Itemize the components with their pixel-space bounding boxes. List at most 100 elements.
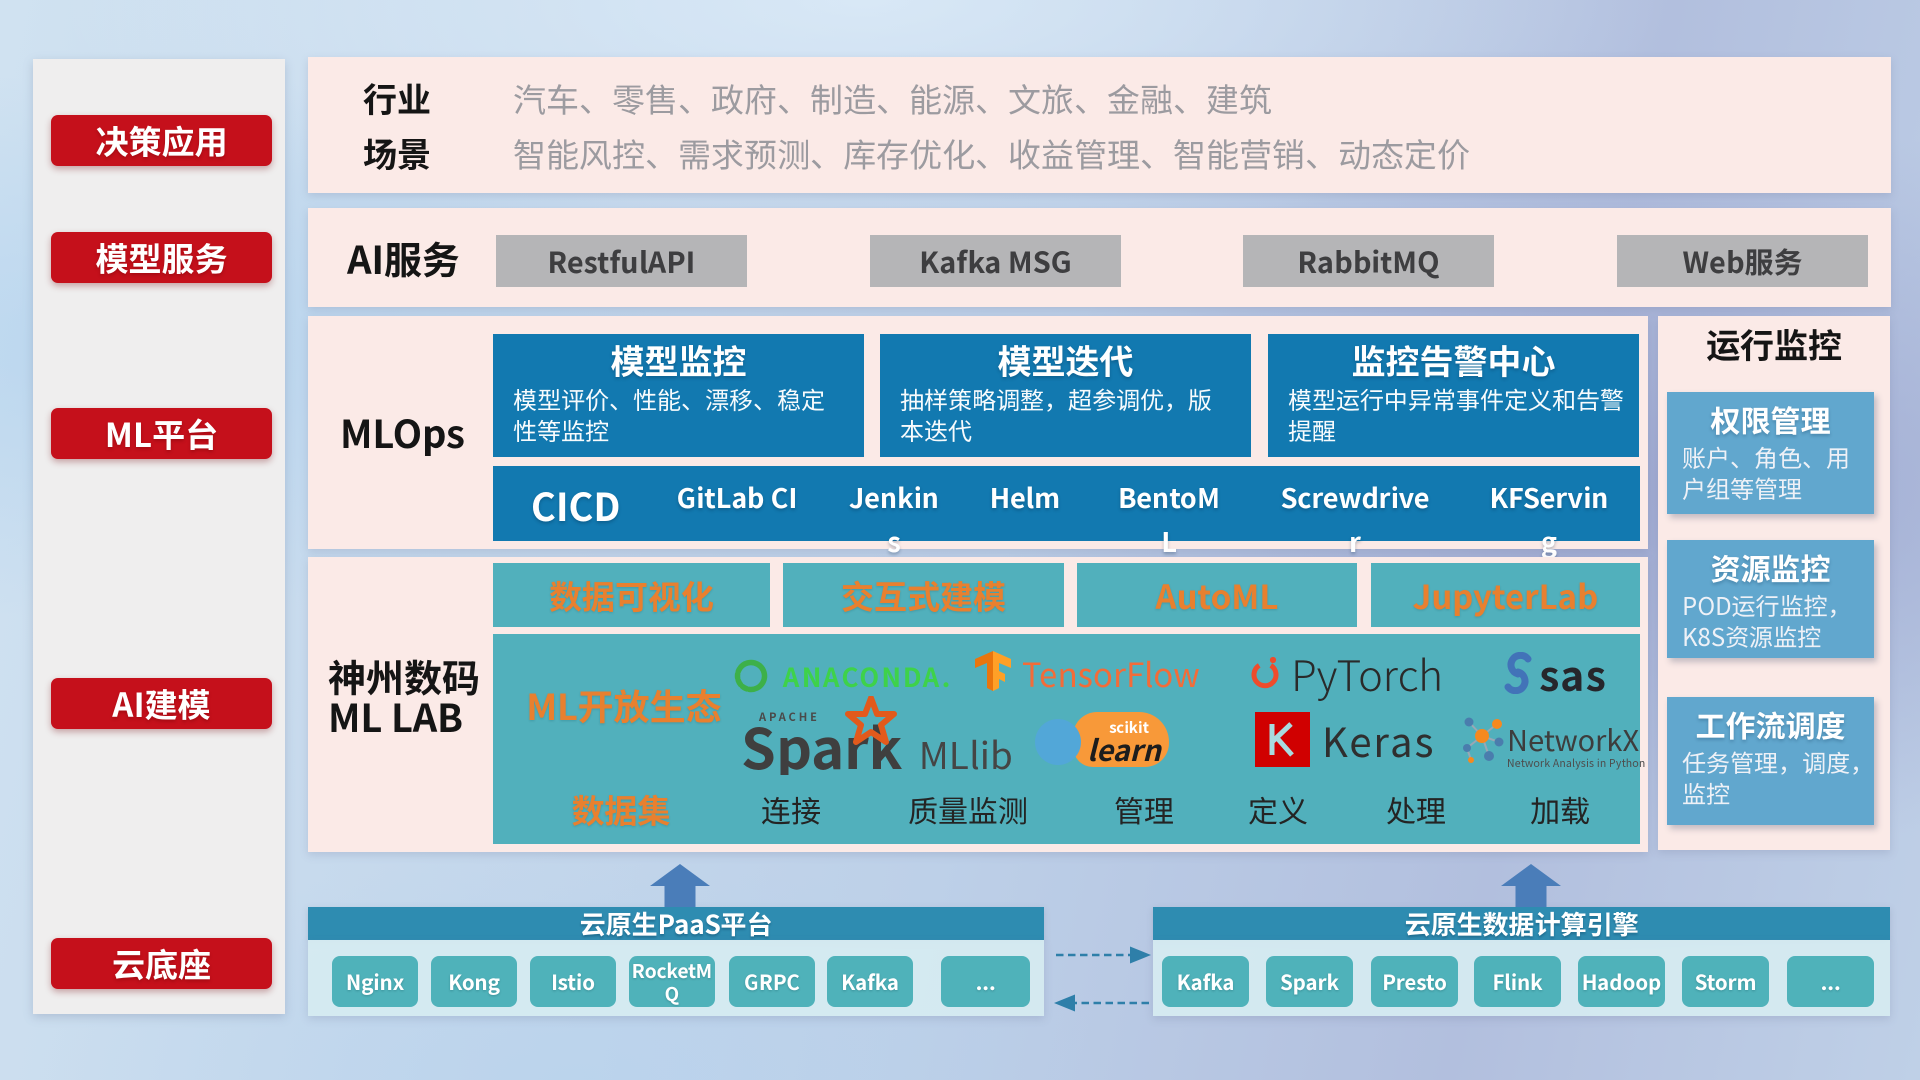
card-model-iteration[interactable]: 模型迭代 抽样策略调整，超参调优，版 本迭代: [880, 334, 1251, 457]
paas-item-nginx[interactable]: Nginx: [332, 956, 418, 1007]
layer-sidebar: 决策应用 模型服务 ML平台 AI建模 云底座: [33, 59, 285, 1014]
card-resource-monitoring[interactable]: 资源监控 POD运行监控， K8S资源监控: [1667, 540, 1874, 658]
card-title: 工作流调度: [1695, 702, 1846, 746]
cicd-tool-helm[interactable]: Helm: [989, 477, 1061, 516]
sas-icon: [1504, 652, 1532, 694]
panel-ai-service: AI服务 RestfulAPI Kafka MSG RabbitMQ Web服务: [308, 208, 1891, 307]
engine-item-flink[interactable]: Flink: [1474, 956, 1561, 1007]
tensorflow-text: TensorFlow: [1022, 649, 1200, 697]
lab-tool-data-visualization[interactable]: 数据可视化: [493, 563, 770, 627]
card-desc: 抽样策略调整，超参调优，版 本迭代: [900, 381, 1212, 447]
networkx-subtitle: Network Analysis in Python: [1507, 756, 1646, 771]
cicd-tool-kfserving[interactable]: KFServing: [1489, 477, 1609, 560]
card-title: 模型监控: [610, 335, 747, 384]
pytorch-icon: [1251, 656, 1279, 689]
up-arrow-engine: [1501, 864, 1561, 907]
cicd-bar: CICD GitLab CI Jenkins Helm BentoML Scre…: [493, 466, 1640, 560]
engine-item-hadoop[interactable]: Hadoop: [1578, 956, 1665, 1007]
networkx-logo: NetworkX Network Analysis in Python: [1459, 714, 1669, 772]
sidebar-item-cloud-base[interactable]: 云底座: [51, 938, 272, 989]
dataset-label: 数据集: [571, 785, 671, 833]
spark-star-icon: [845, 696, 897, 745]
service-rabbitmq[interactable]: RabbitMQ: [1243, 235, 1494, 287]
paas-bar-title: 云原生PaaS平台: [308, 907, 1044, 940]
mllib-text: MLlib: [919, 726, 1013, 780]
paas-item-kong[interactable]: Kong: [431, 956, 517, 1007]
pytorch-logo: PyTorch: [1248, 643, 1443, 704]
card-alert-center[interactable]: 监控告警中心 模型运行中异常事件定义和告警 提醒: [1268, 334, 1639, 457]
anaconda-logo: ANACONDA.: [733, 657, 952, 695]
dataset-item-quality[interactable]: 质量监测: [908, 787, 1028, 831]
networkx-icon: [1463, 717, 1504, 763]
scikit-text: scikit: [1109, 717, 1149, 738]
spark-mllib-logo: APACHE Spark MLlib: [741, 696, 1031, 786]
paas-item-kafka[interactable]: Kafka: [827, 956, 913, 1007]
card-desc: POD运行监控， K8S资源监控: [1682, 587, 1852, 653]
ml-lab-label-line2: ML LAB: [328, 688, 463, 743]
engine-item-kafka[interactable]: Kafka: [1162, 956, 1249, 1007]
card-permission-management[interactable]: 权限管理 账户、角色、用 户组等管理: [1667, 392, 1874, 514]
sidebar-item-ai-modeling[interactable]: AI建模: [51, 678, 272, 729]
sas-text: sas: [1539, 643, 1607, 703]
tensorflow-logo: TensorFlow: [973, 649, 1200, 697]
cicd-tool-bentoml[interactable]: BentoML: [1117, 477, 1220, 560]
engine-item-spark[interactable]: Spark: [1266, 956, 1353, 1007]
dashed-arrow-right: [1056, 946, 1151, 964]
dataset-item-process[interactable]: 处理: [1386, 787, 1446, 831]
paas-item-istio[interactable]: Istio: [530, 956, 616, 1007]
card-model-monitoring[interactable]: 模型监控 模型评价、性能、漂移、稳定 性等监控: [493, 334, 864, 457]
paas-bar: Nginx Kong Istio RocketMQ GRPC Kafka ...: [308, 940, 1044, 1016]
cicd-label: CICD: [531, 477, 621, 532]
ml-ecosystem-label: ML开放生态: [526, 679, 722, 731]
ml-ecosystem-box: ML开放生态 ANACONDA. TensorFlow P: [493, 634, 1645, 786]
card-desc: 模型评价、性能、漂移、稳定 性等监控: [513, 381, 825, 447]
service-kafka-msg[interactable]: Kafka MSG: [870, 235, 1121, 287]
service-restfulapi[interactable]: RestfulAPI: [496, 235, 747, 287]
cicd-tool-screwdriver[interactable]: Screwdriver: [1280, 477, 1430, 560]
dataset-item-manage[interactable]: 管理: [1114, 787, 1174, 831]
tensorflow-icon: [975, 651, 1011, 691]
runtime-monitor-title: 运行监控: [1706, 319, 1842, 368]
cicd-tool-gitlab-ci[interactable]: GitLab CI: [676, 477, 798, 516]
lab-tool-jupyterlab[interactable]: JupyterLab: [1371, 563, 1640, 627]
dataset-item-load[interactable]: 加载: [1530, 787, 1590, 831]
sas-logo: sas: [1500, 651, 1607, 695]
card-title: 监控告警中心: [1351, 335, 1556, 384]
scene-label: 场景: [363, 128, 431, 177]
engine-bar-title: 云原生数据计算引擎: [1153, 907, 1890, 940]
paas-item-more[interactable]: ...: [941, 956, 1030, 1007]
sidebar-item-decision-apps[interactable]: 决策应用: [51, 115, 272, 166]
card-workflow-scheduling[interactable]: 工作流调度 任务管理，调度， 监控: [1667, 697, 1874, 825]
dataset-item-define[interactable]: 定义: [1248, 787, 1308, 831]
lab-tool-interactive-modeling[interactable]: 交互式建模: [783, 563, 1064, 627]
lab-tool-automl[interactable]: AutoML: [1077, 563, 1357, 627]
engine-bar: Kafka Spark Presto Flink Hadoop Storm ..…: [1153, 940, 1890, 1016]
scene-list: 智能风控、需求预测、库存优化、收益管理、智能营销、动态定价: [513, 129, 1470, 177]
spark-text: Spark: [741, 705, 903, 786]
panel-industry-scene: 行业 汽车、零售、政府、制造、能源、文旅、金融、建筑 场景 智能风控、需求预测、…: [308, 57, 1891, 193]
panel-runtime-monitor: 运行监控 权限管理 账户、角色、用 户组等管理 资源监控 POD运行监控， K8…: [1658, 316, 1890, 850]
dataset-item-connect[interactable]: 连接: [761, 787, 821, 831]
paas-item-grpc[interactable]: GRPC: [729, 956, 815, 1007]
paas-item-rocketmq[interactable]: RocketMQ: [629, 956, 715, 1007]
sidebar-item-model-service[interactable]: 模型服务: [51, 232, 272, 283]
learn-text: learn: [1087, 728, 1161, 770]
panel-mlops: MLOps 模型监控 模型评价、性能、漂移、稳定 性等监控 模型迭代 抽样策略调…: [308, 316, 1648, 560]
sidebar-item-ml-platform[interactable]: ML平台: [51, 408, 272, 459]
mlops-label: MLOps: [340, 404, 465, 459]
card-desc: 任务管理，调度， 监控: [1682, 744, 1874, 810]
engine-item-more[interactable]: ...: [1787, 956, 1874, 1007]
industry-label: 行业: [363, 73, 431, 122]
pytorch-text: PyTorch: [1291, 642, 1444, 704]
cicd-tool-jenkins[interactable]: Jenkins: [848, 477, 940, 560]
card-title: 权限管理: [1710, 397, 1831, 441]
ml-lab-label-line1: 神州数码: [328, 648, 481, 703]
card-desc: 账户、角色、用 户组等管理: [1682, 439, 1850, 505]
card-desc: 模型运行中异常事件定义和告警 提醒: [1288, 381, 1624, 447]
ai-service-label: AI服务: [347, 230, 460, 285]
keras-icon: [1255, 712, 1310, 767]
engine-item-presto[interactable]: Presto: [1371, 956, 1458, 1007]
service-web[interactable]: Web服务: [1617, 235, 1868, 287]
engine-item-storm[interactable]: Storm: [1682, 956, 1769, 1007]
